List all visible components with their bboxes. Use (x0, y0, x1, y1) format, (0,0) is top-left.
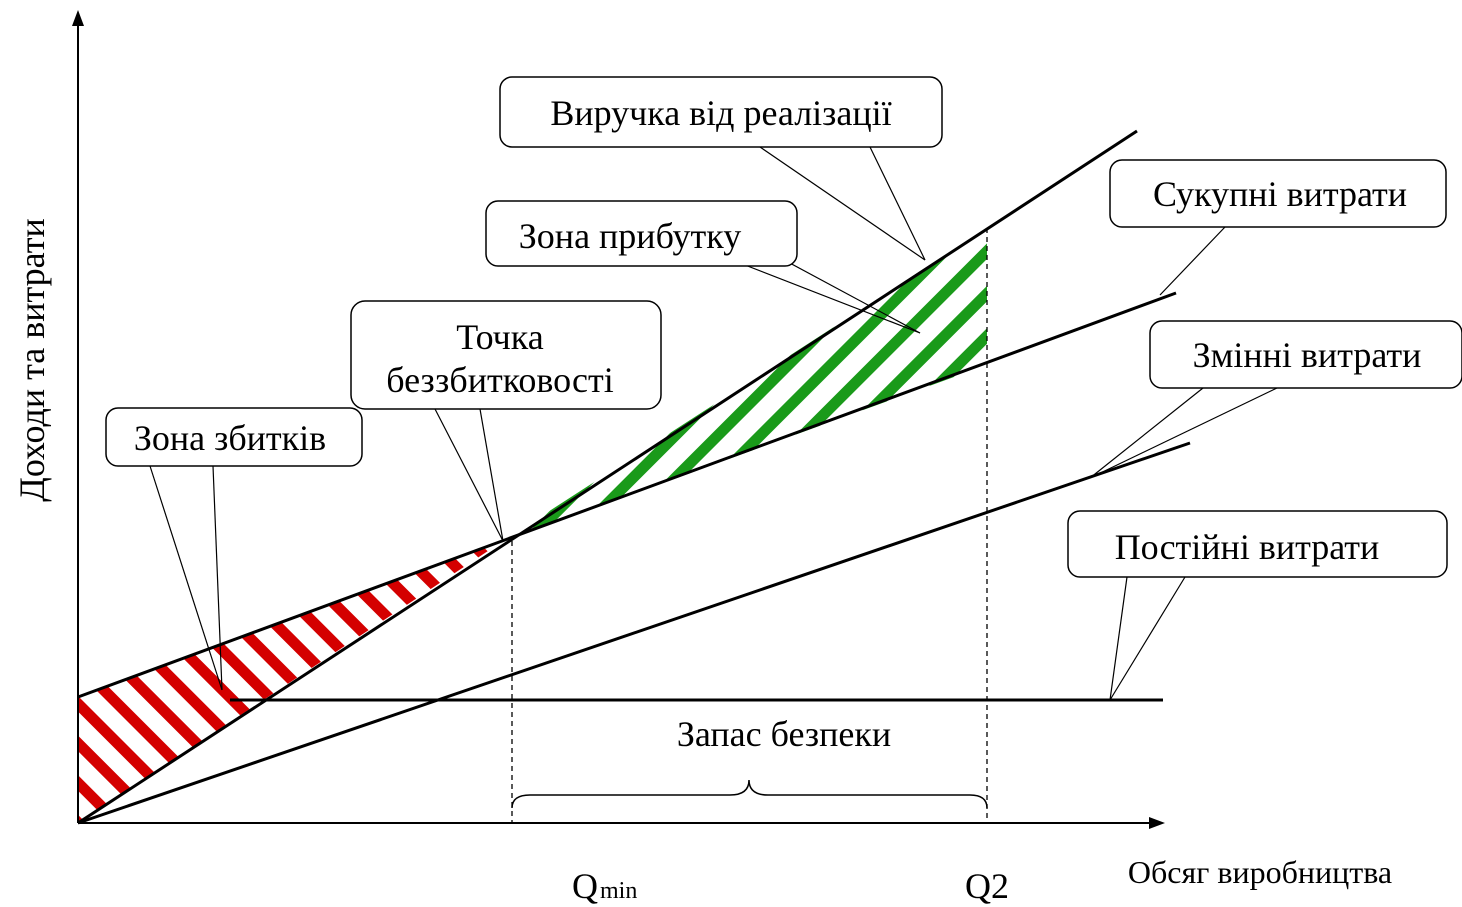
profit-zone-callout: Зона прибутку (485, 200, 798, 267)
breakeven-leader-1 (434, 408, 504, 542)
variable-costs-leader-1 (1089, 387, 1204, 479)
y-axis-label: Доходи та витрати (12, 218, 52, 501)
revenue-line (77, 129, 1138, 825)
loss-zone-label: Зона збитків (134, 418, 326, 458)
qmin-tick-label: Q min (572, 866, 637, 906)
profit-zone-label: Зона прибутку (519, 216, 741, 256)
profit-zone-area (503, 228, 987, 541)
qmin-main-text: Q (572, 866, 598, 906)
fixed-costs-leader-1 (1109, 576, 1128, 701)
breakeven-leader-2 (479, 408, 504, 542)
revenue-label: Виручка від реалізації (550, 93, 891, 133)
x-axis-label: Обсяг виробництва (1128, 854, 1392, 890)
total-costs-label: Сукупні витрати (1153, 174, 1407, 214)
y-axis-arrow-icon (72, 10, 84, 26)
breakeven-label-line2: беззбитковості (386, 360, 613, 400)
variable-costs-label: Змінні витрати (1193, 335, 1422, 375)
q2-tick-label: Q2 (965, 866, 1009, 906)
variable-costs-line (77, 441, 1191, 825)
profit-zone-leader-1 (744, 264, 921, 334)
fixed-costs-callout: Постійні витрати (1067, 510, 1448, 578)
revenue-callout: Виручка від реалізації (499, 76, 943, 148)
revenue-leader-2 (869, 146, 926, 261)
safety-margin-brace (511, 779, 988, 809)
total-costs-callout: Сукупні витрати (1109, 159, 1447, 228)
safety-margin-label: Запас безпеки (677, 714, 891, 754)
x-axis-arrow-icon (1149, 817, 1165, 829)
total-costs-leader-1 (1159, 226, 1226, 296)
variable-costs-callout: Змінні витрати (1149, 320, 1462, 389)
variable-costs-leader-2 (1089, 387, 1278, 479)
total-costs-line (77, 291, 1177, 699)
breakeven-label-line1: Точка (456, 317, 543, 357)
loss-zone-callout: Зона збитків (105, 407, 363, 467)
loss-zone-leader-1 (149, 465, 223, 691)
qmin-sub-text: min (600, 878, 637, 904)
fixed-costs-label: Постійні витрати (1115, 527, 1380, 567)
fixed-costs-leader-2 (1109, 576, 1186, 701)
breakeven-callout: Точка беззбитковості (350, 300, 662, 410)
loss-zone-leader-2 (212, 465, 223, 691)
revenue-leader-1 (759, 146, 926, 261)
